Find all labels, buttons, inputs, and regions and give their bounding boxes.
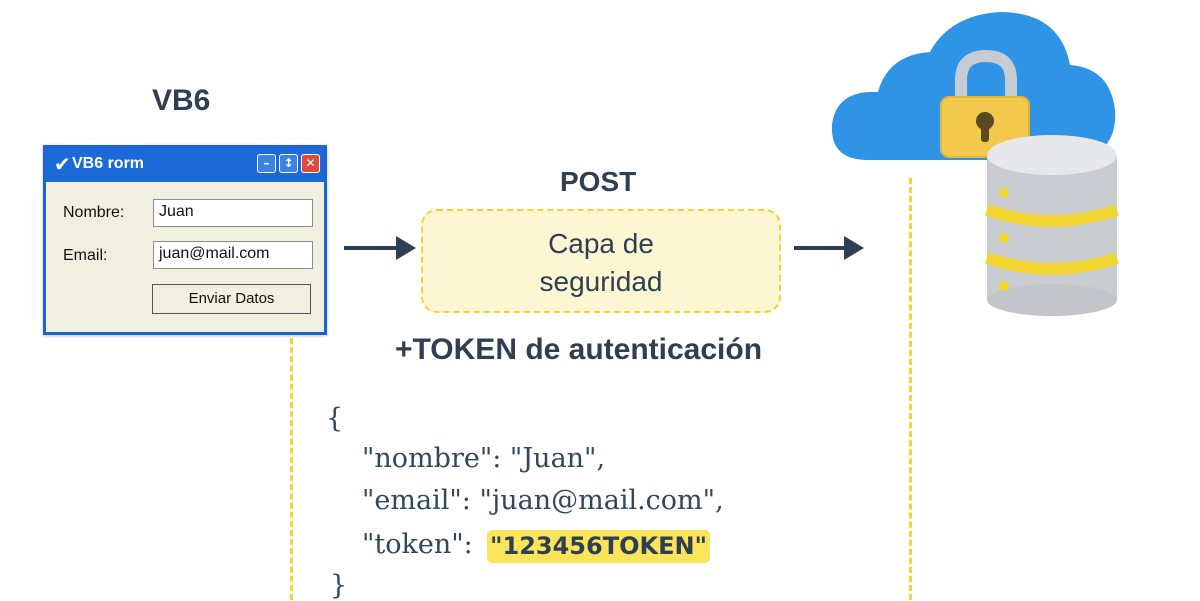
- nombre-field[interactable]: Juan: [153, 199, 313, 227]
- security-layer-line-2: seguridad: [539, 266, 663, 297]
- json-line-token: "token":: [362, 529, 473, 560]
- json-line-email: "email": "juan@mail.com",: [362, 485, 724, 516]
- security-layer-label: Capa de seguridad: [423, 225, 779, 301]
- email-label: Email:: [63, 247, 108, 264]
- token-note: +TOKEN de autenticación: [395, 333, 763, 366]
- close-button[interactable]: ✕: [301, 154, 320, 173]
- json-line-nombre: "nombre": "Juan",: [362, 443, 606, 474]
- security-layer-line-1: Capa de: [548, 228, 654, 259]
- window-titlebar[interactable]: ✔ VB6 rorm – ↕ ✕: [46, 148, 324, 182]
- post-method-label: POST: [560, 166, 637, 197]
- dashed-guide-right: [909, 178, 912, 600]
- security-layer-box: Capa de seguridad: [421, 209, 781, 313]
- cloud-icon: [831, 12, 1116, 160]
- dashed-guide-left: [290, 338, 293, 600]
- submit-button[interactable]: Enviar Datos: [152, 284, 311, 314]
- json-token-key: "token":: [362, 529, 473, 560]
- window-title: VB6 rorm: [72, 155, 145, 172]
- json-token-value: "123456TOKEN": [487, 530, 711, 563]
- email-field[interactable]: juan@mail.com: [153, 241, 313, 269]
- json-open-brace: {: [326, 403, 344, 434]
- maximize-button[interactable]: ↕: [279, 154, 298, 173]
- nombre-label: Nombre:: [63, 204, 125, 221]
- arrow-right-icon: [794, 236, 864, 260]
- json-close-brace: }: [330, 570, 348, 601]
- arrow-right-icon: [344, 236, 416, 260]
- minimize-button[interactable]: –: [257, 154, 276, 173]
- check-icon: ✔: [54, 152, 71, 176]
- database-icon: [985, 135, 1119, 316]
- client-heading: VB6: [152, 84, 211, 117]
- vb6-form-window: ✔ VB6 rorm – ↕ ✕ Nombre: Juan Email: jua…: [43, 145, 327, 335]
